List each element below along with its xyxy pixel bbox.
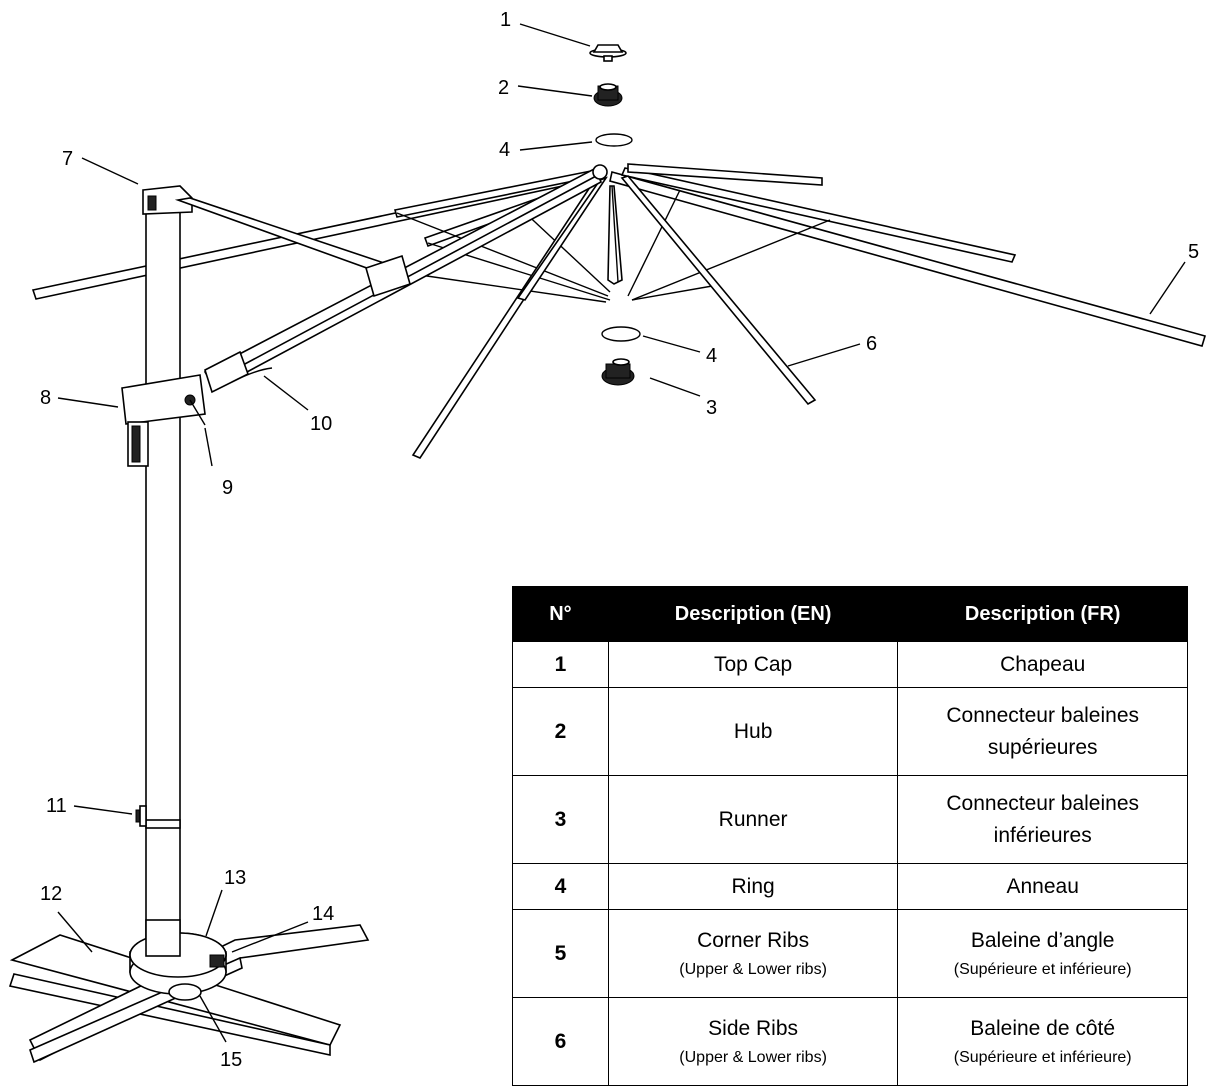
callout-6: 6 — [866, 333, 877, 355]
callout-3: 3 — [706, 397, 717, 419]
header-number: N° — [512, 586, 609, 642]
callout-2: 2 — [498, 77, 509, 99]
row-description-fr: Connecteur baleines supérieures — [897, 687, 1188, 776]
hub — [593, 83, 623, 107]
ring-upper — [595, 133, 633, 147]
side-rib-lower — [620, 175, 817, 406]
base — [8, 919, 370, 1064]
upper-ribs — [31, 163, 1207, 347]
table-row: 1 Top Cap Chapeau — [512, 641, 1188, 688]
callout-labels: 1 2 3 4 4 5 6 7 8 9 10 11 12 13 14 15 — [40, 9, 1199, 1071]
row-description-fr-sub: (Supérieure et inférieure) — [953, 960, 1132, 978]
callout-4-upper: 4 — [499, 139, 510, 161]
callout-4-lower: 4 — [706, 345, 717, 367]
row-description-fr: Chapeau — [897, 641, 1188, 688]
callout-9: 9 — [222, 477, 233, 499]
row-description-fr-main: Baleine d’angle — [970, 928, 1115, 952]
table-header-row: N° Description (EN) Description (FR) — [512, 586, 1188, 642]
row-description-fr: Baleine de côté (Supérieure et inférieur… — [897, 997, 1188, 1086]
callout-13: 13 — [224, 867, 246, 889]
row-description-fr-line2: supérieures — [987, 735, 1098, 759]
row-description-en: Corner Ribs (Upper & Lower ribs) — [607, 909, 899, 998]
table-row: 3 Runner Connecteur baleines inférieures — [512, 775, 1188, 864]
runner — [601, 358, 635, 386]
callout-12: 12 — [40, 883, 62, 905]
header-description-en: Description (EN) — [607, 586, 899, 642]
callout-15: 15 — [220, 1049, 242, 1071]
row-description-en: Side Ribs (Upper & Lower ribs) — [607, 997, 899, 1086]
row-description-fr: Anneau — [897, 863, 1188, 910]
row-description-en: Runner — [607, 775, 899, 864]
row-number: 2 — [512, 687, 609, 776]
row-number: 3 — [512, 775, 609, 864]
ring-lower — [601, 326, 641, 342]
table-row: 4 Ring Anneau — [512, 863, 1188, 910]
callout-10: 10 — [310, 413, 332, 435]
row-description-en-main: Side Ribs — [708, 1016, 799, 1040]
callout-1: 1 — [500, 9, 511, 31]
row-description-fr-line2: inférieures — [993, 823, 1092, 847]
callout-14: 14 — [312, 903, 334, 925]
row-description-fr: Baleine d’angle (Supérieure et inférieur… — [897, 909, 1188, 998]
table-row: 5 Corner Ribs (Upper & Lower ribs) Balei… — [512, 909, 1188, 998]
row-number: 5 — [512, 909, 609, 998]
crank-bracket — [121, 374, 206, 467]
row-number: 6 — [512, 997, 609, 1086]
table-row: 2 Hub Connecteur baleines supérieures — [512, 687, 1188, 776]
lower-ribs — [396, 175, 831, 459]
row-description-en: Hub — [607, 687, 899, 776]
row-description-en: Top Cap — [607, 641, 899, 688]
header-description-fr: Description (FR) — [897, 586, 1188, 642]
pole — [135, 185, 193, 941]
row-description-en: Ring — [607, 863, 899, 910]
row-description-en-main: Corner Ribs — [697, 928, 810, 952]
row-description-en-sub: (Upper & Lower ribs) — [679, 1048, 827, 1066]
corner-rib — [609, 171, 1207, 347]
top-cap — [589, 44, 627, 62]
parts-table: N° Description (EN) Description (FR) 1 T… — [512, 586, 1188, 1086]
callout-11: 11 — [46, 795, 67, 817]
row-description-fr-main: Baleine de côté — [970, 1016, 1116, 1040]
table-row: 6 Side Ribs (Upper & Lower ribs) Baleine… — [512, 997, 1188, 1086]
row-description-fr-sub: (Supérieure et inférieure) — [953, 1048, 1132, 1066]
row-description-en-sub: (Upper & Lower ribs) — [679, 960, 827, 978]
row-description-fr: Connecteur baleines inférieures — [897, 775, 1188, 864]
callout-5: 5 — [1188, 241, 1199, 263]
callout-8: 8 — [40, 387, 51, 409]
row-description-fr-line1: Connecteur baleines — [946, 791, 1140, 815]
leader-lines — [57, 23, 1186, 1043]
callout-7: 7 — [62, 148, 73, 170]
row-description-fr-line1: Connecteur baleines — [946, 703, 1140, 727]
arm — [174, 164, 608, 394]
row-number: 4 — [512, 863, 609, 910]
row-number: 1 — [512, 641, 609, 688]
